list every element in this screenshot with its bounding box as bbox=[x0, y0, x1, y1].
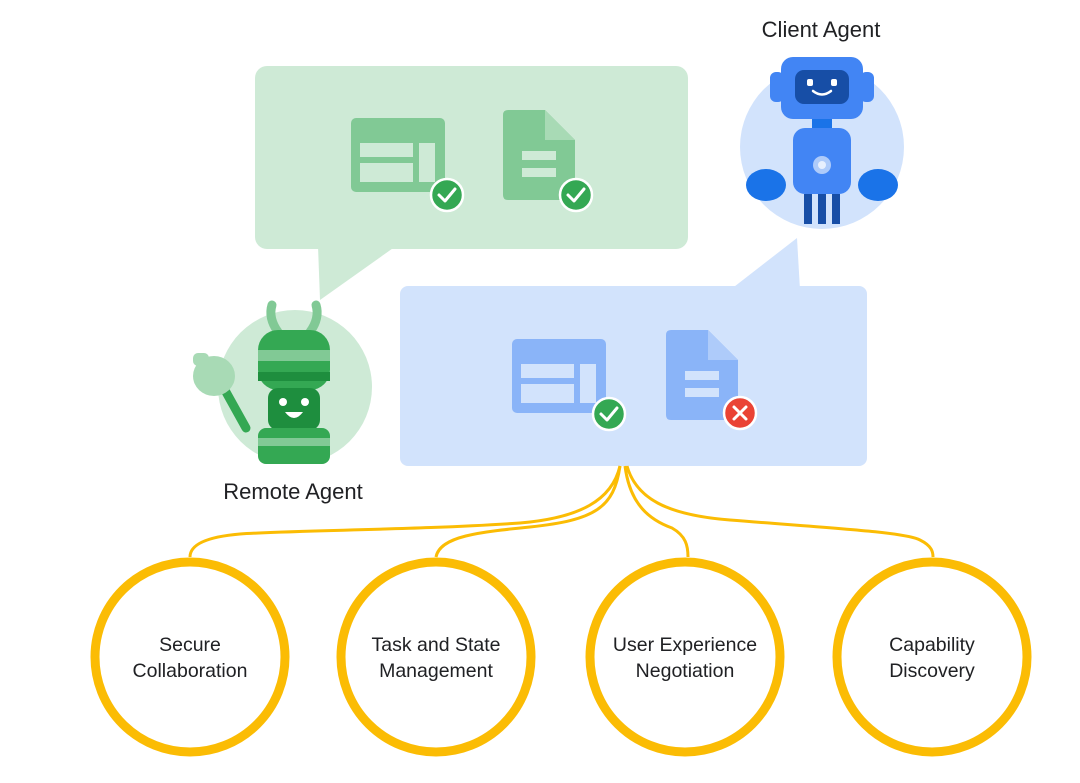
table-layout-icon bbox=[351, 118, 445, 192]
capability-label: Task and State bbox=[372, 634, 501, 656]
connector-line bbox=[623, 465, 690, 558]
client-agent-avatar bbox=[740, 57, 904, 229]
connector-lines bbox=[188, 465, 935, 558]
capability-label: Capability bbox=[889, 634, 975, 656]
capability-label: Secure bbox=[159, 634, 221, 656]
client-agent-label: Client Agent bbox=[762, 17, 881, 42]
remote-agent-avatar bbox=[193, 300, 372, 464]
capability-capability-discovery: Capability Discovery bbox=[832, 557, 1032, 757]
capability-label: Discovery bbox=[889, 660, 975, 682]
check-icon bbox=[429, 177, 465, 213]
capability-label: Management bbox=[379, 660, 493, 682]
remote-agent-label: Remote Agent bbox=[223, 479, 362, 504]
document-icon bbox=[666, 330, 738, 420]
connector-line bbox=[625, 465, 935, 558]
capability-label: Collaboration bbox=[133, 660, 248, 682]
connector-line bbox=[434, 465, 622, 558]
capability-task-state-management: Task and State Management bbox=[336, 557, 536, 757]
remote-speech-bubble bbox=[255, 66, 688, 300]
client-speech-bubble bbox=[400, 238, 867, 466]
check-icon bbox=[558, 177, 594, 213]
capability-label: User Experience bbox=[613, 634, 757, 656]
table-layout-icon bbox=[512, 339, 606, 413]
capability-secure-collaboration: Secure Collaboration bbox=[90, 557, 290, 757]
capability-label: Negotiation bbox=[636, 660, 735, 682]
connector-line bbox=[188, 465, 622, 558]
check-icon bbox=[591, 396, 627, 432]
error-x-icon bbox=[722, 395, 758, 431]
capability-user-experience-negotiation: User Experience Negotiation bbox=[585, 557, 785, 757]
document-icon bbox=[503, 110, 575, 200]
